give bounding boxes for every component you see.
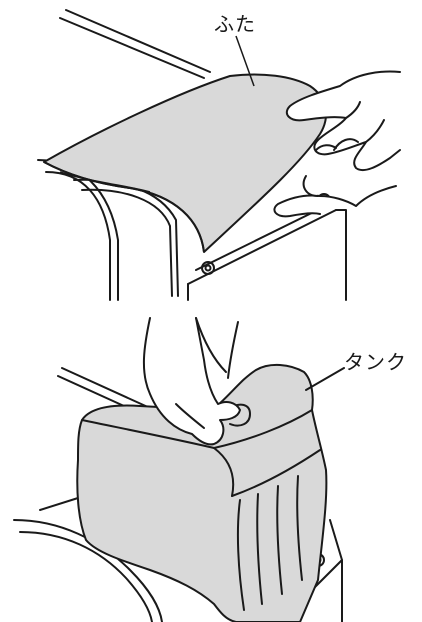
cabinet-back-edge [66,10,210,72]
tank-label: タンク [344,346,407,375]
cabinet-back-edge [62,368,150,408]
tank [77,365,326,622]
hand-tank [144,318,240,444]
cabinet-left-side [14,520,162,622]
lid [44,74,326,252]
screw [312,554,324,566]
lid-label: ふた [214,8,256,37]
panel-lid [0,0,422,310]
